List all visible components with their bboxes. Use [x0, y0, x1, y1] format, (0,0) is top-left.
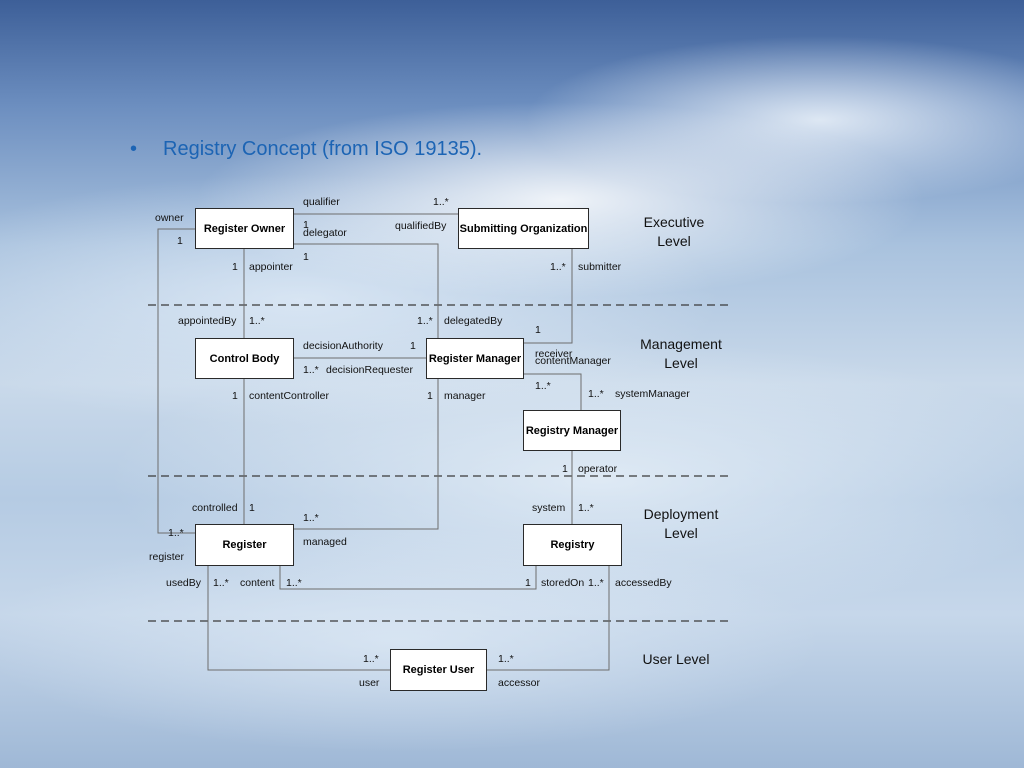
mult-appointer: 1	[232, 261, 238, 273]
level-executive: Executive Level	[628, 213, 720, 251]
role-delegatedby: delegatedBy	[444, 315, 503, 327]
role-accessor: accessor	[498, 677, 541, 689]
level-executive-line2: Level	[657, 233, 691, 249]
mult-operator: 1	[562, 463, 568, 475]
mult-owner: 1	[177, 235, 183, 247]
class-submitting-organization[interactable]: Submitting Organization	[458, 208, 589, 249]
role-receiver: receiver	[535, 348, 573, 360]
mult-delegator-2: 1	[303, 251, 309, 263]
level-management-line2: Level	[664, 355, 698, 371]
assoc-registry-register-user	[487, 566, 610, 671]
mult-submitter: 1..*	[550, 261, 566, 273]
slide-title: • Registry Concept (from ISO 19135).	[130, 138, 482, 161]
title-text: Registry Concept (from ISO 19135).	[163, 138, 483, 160]
level-deployment-line2: Level	[664, 525, 698, 541]
mult-manager: 1	[427, 390, 433, 402]
role-decisionauthority: decisionAuthority	[303, 340, 383, 352]
role-systemmanager: systemManager	[615, 388, 690, 400]
level-executive-line1: Executive	[643, 214, 705, 230]
class-register[interactable]: Register	[195, 524, 294, 566]
class-register-user[interactable]: Register User	[390, 649, 487, 691]
role-usedby: usedBy	[166, 577, 202, 589]
class-register-owner[interactable]: Register Owner	[195, 208, 294, 249]
role-content: content	[240, 577, 275, 589]
mult-usedby: 1..*	[213, 577, 229, 589]
role-qualifiedby: qualifiedBy	[395, 220, 447, 232]
mult-delegatedby: 1..*	[417, 315, 433, 327]
mult-qualifier: 1..*	[433, 196, 449, 208]
role-operator: operator	[578, 463, 618, 475]
level-management-line1: Management	[640, 336, 722, 352]
role-manager: manager	[444, 390, 486, 402]
mult-managed: 1..*	[303, 512, 319, 524]
role-accessedby: accessedBy	[615, 577, 672, 589]
mult-user: 1..*	[363, 653, 379, 665]
level-deployment: Deployment Level	[626, 505, 736, 543]
mult-controlled: 1	[249, 502, 255, 514]
assoc-register-register-user	[207, 566, 390, 671]
role-managed: managed	[303, 536, 347, 548]
role-submitter: submitter	[578, 261, 622, 273]
role-contentmanager: contentManager	[535, 355, 611, 367]
class-register-manager[interactable]: Register Manager	[426, 338, 524, 379]
mult-content: 1..*	[286, 577, 302, 589]
assoc-owner-register	[157, 228, 195, 534]
mult-contentmanager: 1..*	[535, 380, 551, 392]
level-deployment-line1: Deployment	[643, 506, 719, 522]
mult-register: 1..*	[168, 527, 184, 539]
assoc-submitting-register-manager	[524, 249, 573, 344]
mult-accessor: 1..*	[498, 653, 514, 665]
mult-appointedby: 1..*	[249, 315, 265, 327]
role-register: register	[149, 551, 185, 563]
role-qualifier: qualifier	[303, 196, 340, 208]
mult-delegator: 1	[303, 219, 309, 231]
mult-storedon: 1	[525, 577, 531, 589]
mult-system: 1..*	[578, 502, 594, 514]
mult-receiver: 1	[535, 324, 541, 336]
role-storedon: storedOn	[541, 577, 585, 589]
role-appointedby: appointedBy	[178, 315, 237, 327]
role-system: system	[532, 502, 566, 514]
mult-decisionauthority: 1	[410, 340, 416, 352]
assoc-register-registry	[279, 566, 537, 590]
mult-decisionrequester: 1..*	[303, 364, 319, 376]
role-user: user	[359, 677, 380, 689]
mult-systemmanager: 1..*	[588, 388, 604, 400]
mult-accessedby: 1..*	[588, 577, 604, 589]
level-user: User Level	[642, 651, 710, 667]
class-registry-manager[interactable]: Registry Manager	[523, 410, 621, 451]
role-owner: owner	[155, 212, 184, 224]
role-contentcontroller: contentController	[249, 390, 329, 402]
role-decisionrequester: decisionRequester	[326, 364, 413, 376]
assoc-register-manager-register	[294, 378, 439, 530]
level-management: Management Level	[626, 335, 736, 373]
class-control-body[interactable]: Control Body	[195, 338, 294, 379]
role-delegator: delegator	[303, 227, 347, 239]
role-appointer: appointer	[249, 261, 293, 273]
mult-contentcontroller: 1	[232, 390, 238, 402]
title-bullet: •	[130, 138, 138, 160]
class-registry[interactable]: Registry	[523, 524, 622, 566]
assoc-owner-register-manager	[294, 243, 439, 338]
assoc-register-manager-registry-manager	[524, 373, 582, 410]
role-controlled: controlled	[192, 502, 238, 514]
